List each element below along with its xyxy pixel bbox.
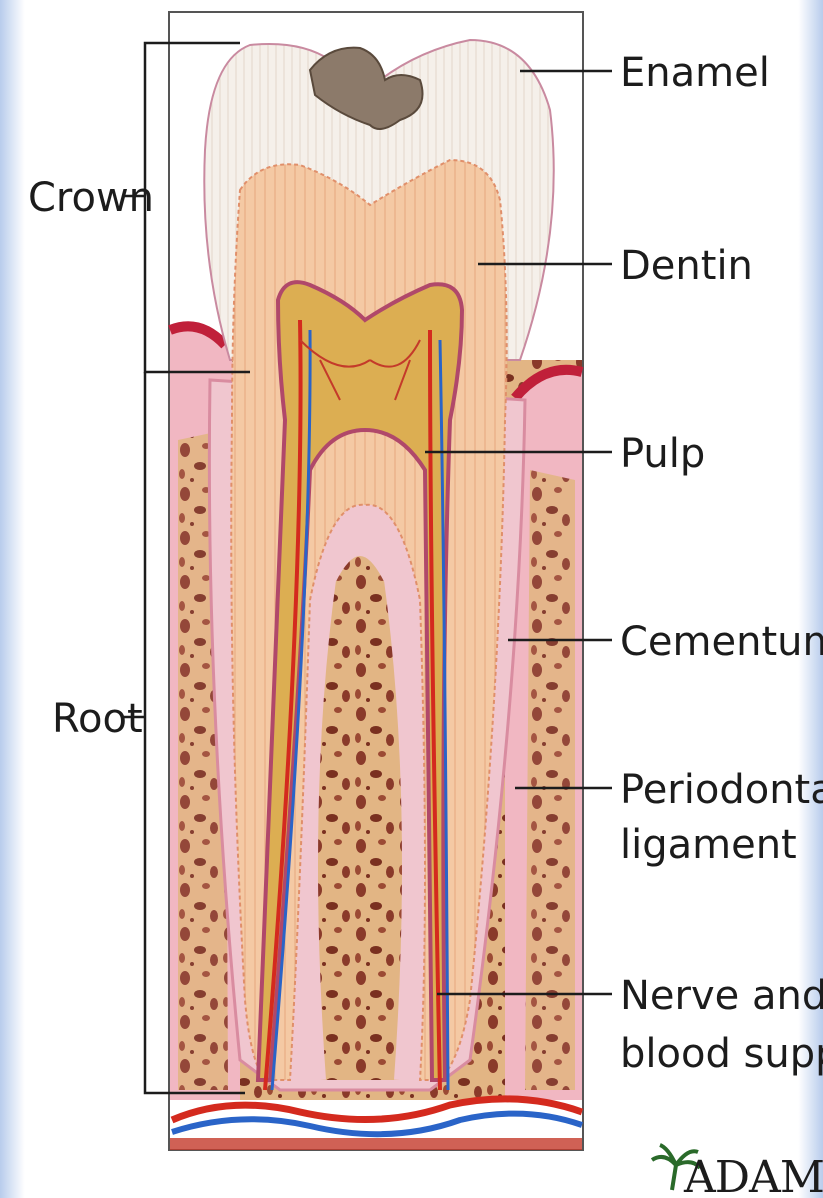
crown-label: Crown (28, 175, 154, 221)
nerve-label-line1: Nerve and (620, 973, 823, 1019)
nerve-label-line2: blood supply (620, 1031, 823, 1077)
enamel-label: Enamel (620, 50, 770, 96)
cementum-label: Cementum (620, 619, 823, 665)
periodontal-label-line2: ligament (620, 822, 797, 868)
dentin-label: Dentin (620, 243, 753, 289)
pulp-label: Pulp (620, 431, 705, 477)
adam-logo: ADAM. (683, 1152, 823, 1198)
root-label: Root (52, 696, 143, 742)
periodontal-label-line1: Periodontal (620, 767, 823, 813)
